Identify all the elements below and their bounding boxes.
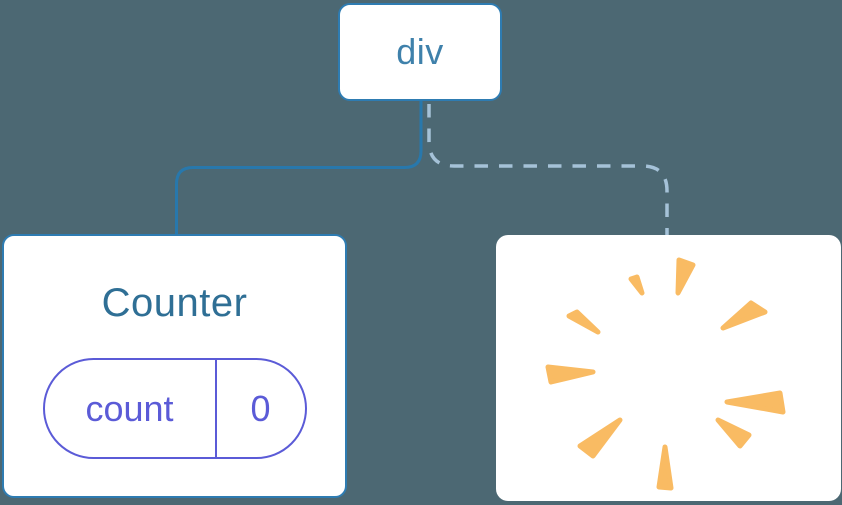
edge-div-to-removed: [427, 104, 669, 235]
state-pill: count 0: [42, 358, 307, 459]
state-pill-divider: [214, 360, 217, 457]
tree-node-counter: Counter count 0: [2, 234, 347, 498]
state-value: 0: [250, 387, 271, 429]
poof-starburst-icon: [545, 257, 786, 491]
tree-node-removed: [496, 235, 841, 501]
state-key-cell: count: [45, 360, 215, 457]
edge-div-to-counter: [175, 101, 423, 235]
tree-node-div: div: [338, 3, 502, 101]
state-key-label: count: [85, 387, 174, 429]
div-label: div: [396, 31, 444, 72]
counter-title: Counter: [101, 281, 248, 325]
state-value-cell: 0: [217, 360, 305, 457]
